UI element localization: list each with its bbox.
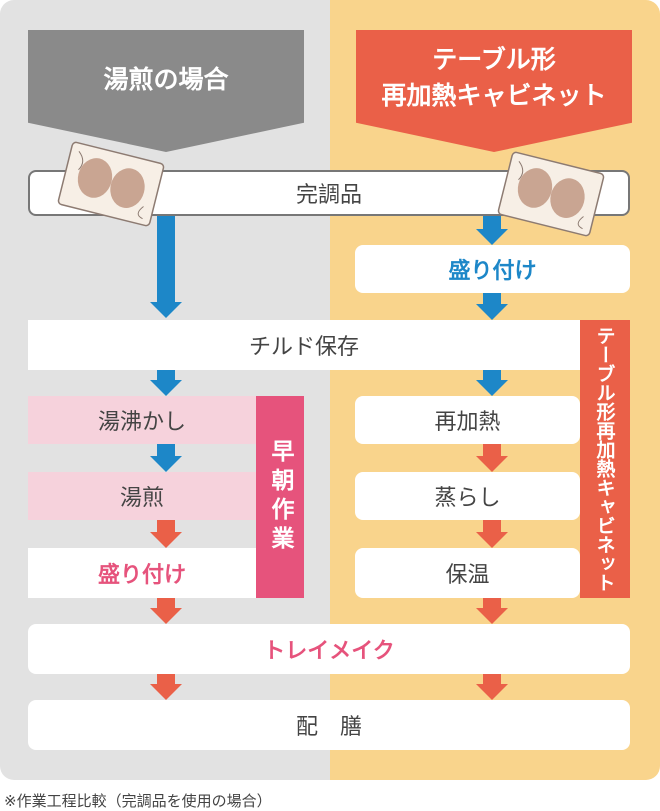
left-header-title: 湯煎の場合	[103, 65, 229, 94]
arrow-right-reheat-to-steam-head	[476, 456, 508, 472]
tray-make-label: トレイメイク	[263, 639, 395, 664]
arrow-left-chilled-to-boil-stem	[157, 370, 175, 380]
arrow-right-tray-to-haizen-stem	[483, 674, 501, 684]
right-keepwarm-label: 保温	[445, 563, 490, 588]
right-header: テーブル形 再加熱キャビネット	[356, 30, 632, 152]
arrow-right-keepwarm-to-tray-stem	[483, 598, 501, 608]
arrow-left-tray-to-haizen-stem	[157, 674, 175, 684]
arrow-right-kancho-to-moritsuke-head	[476, 229, 508, 245]
arrow-right-steam-to-keepwarm-stem	[483, 520, 501, 532]
left-moritsuke-label: 盛り付け	[97, 563, 186, 588]
left-boil-label: 湯沸かし	[97, 410, 186, 435]
early-morning-text: 早朝作業	[267, 439, 293, 555]
right-reheat-box: 再加熱	[355, 396, 580, 444]
arrow-right-tray-to-haizen-head	[476, 684, 508, 700]
arrow-left-kancho-to-chilled-stem	[157, 216, 175, 302]
right-steam-box: 蒸らし	[355, 472, 580, 520]
arrow-left-yusen-to-moritsuke-stem	[157, 520, 175, 532]
arrow-right-chilled-to-reheat-head	[476, 380, 508, 396]
cabinet-text: テーブル形再加熱キャビネット	[593, 326, 616, 592]
arrow-right-steam-to-keepwarm-head	[476, 532, 508, 548]
chilled-box: チルド保存	[28, 320, 580, 370]
arrow-right-reheat-to-steam-stem	[483, 444, 501, 456]
tray-make-box: トレイメイク	[28, 624, 630, 674]
right-steam-label: 蒸らし	[434, 486, 501, 511]
arrow-right-moritsuke-to-chilled-stem	[483, 293, 501, 304]
arrow-left-kancho-to-chilled-head	[150, 302, 182, 318]
kancho-label: 完調品	[295, 183, 362, 208]
arrow-right-chilled-to-reheat-stem	[483, 370, 501, 380]
haizen-label: 配 膳	[295, 715, 362, 740]
left-yusen-label: 湯煎	[119, 486, 164, 511]
right-keepwarm-box: 保温	[355, 548, 580, 598]
footnote: ※作業工程比較（完調品を使用の場合）	[4, 792, 272, 810]
arrow-right-moritsuke-to-chilled-head	[476, 304, 508, 320]
right-moritsuke-label: 盛り付け	[448, 259, 537, 284]
right-moritsuke-box: 盛り付け	[355, 245, 630, 293]
arrow-right-keepwarm-to-tray-head	[476, 608, 508, 624]
haizen-box: 配 膳	[28, 700, 630, 750]
left-header: 湯煎の場合	[28, 30, 304, 152]
arrow-right-kancho-to-moritsuke-stem	[483, 216, 501, 229]
cabinet-label: テーブル形再加熱キャビネット	[580, 320, 630, 598]
right-reheat-label: 再加熱	[434, 410, 501, 435]
arrow-left-boil-to-yusen-stem	[157, 444, 175, 456]
dish-left-illustration	[57, 141, 165, 227]
left-yusen-box: 湯煎	[28, 472, 256, 520]
arrow-left-boil-to-yusen-head	[150, 456, 182, 472]
early-morning-label: 早朝作業	[256, 396, 304, 598]
arrow-left-moritsuke-to-tray-stem	[157, 598, 175, 608]
chilled-label: チルド保存	[248, 335, 359, 360]
arrow-left-tray-to-haizen-head	[150, 684, 182, 700]
arrow-left-chilled-to-boil-head	[150, 380, 182, 396]
right-header-title-line2: 再加熱キャビネット	[381, 81, 607, 110]
arrow-left-yusen-to-moritsuke-head	[150, 532, 182, 548]
left-moritsuke-box: 盛り付け	[28, 548, 256, 598]
left-boil-box: 湯沸かし	[28, 396, 256, 444]
dish-right-illustration	[497, 151, 605, 237]
arrow-left-moritsuke-to-tray-head	[150, 608, 182, 624]
right-header-title-line1: テーブル形	[432, 45, 556, 74]
